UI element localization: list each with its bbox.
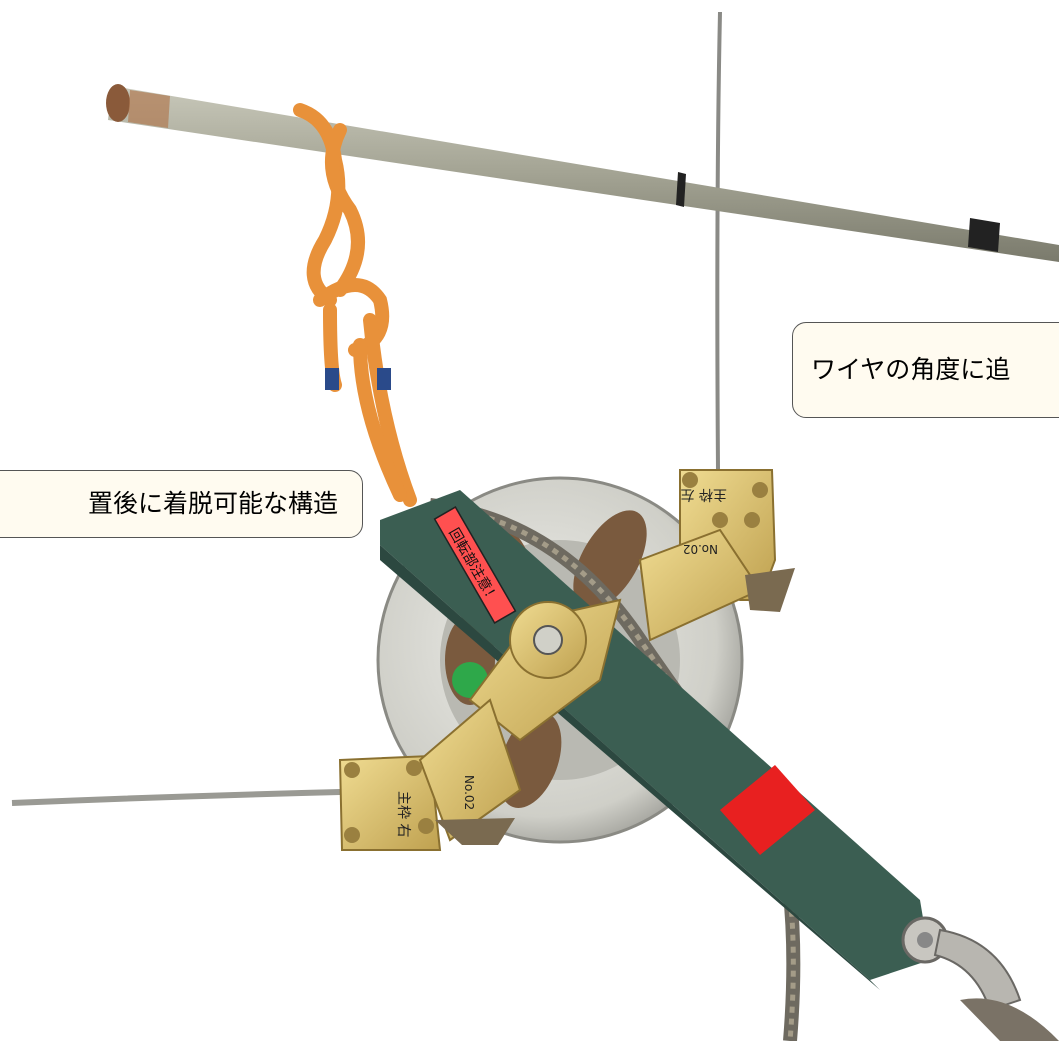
hub-assembly xyxy=(468,598,622,742)
callout-detachable-structure: 置後に着脱可能な構造 xyxy=(0,470,363,538)
red-tape xyxy=(720,765,815,855)
pole-rust xyxy=(128,90,170,128)
steel-pole xyxy=(108,86,1059,262)
top-number-label: No.02 xyxy=(683,542,718,556)
green-arm xyxy=(380,490,930,980)
top-plate-label: 主枠 左 xyxy=(681,486,727,502)
callout-right-text: ワイヤの角度に追 xyxy=(811,355,1011,384)
bottom-number-label: No.02 xyxy=(462,775,476,810)
vertical-wire xyxy=(715,11,722,471)
bottom-plate-label: 主枠 右 xyxy=(395,791,411,837)
callout-wire-angle: ワイヤの角度に追 xyxy=(792,322,1059,418)
pole-end xyxy=(106,84,130,122)
top-bracket: 主枠 左 No.02 xyxy=(638,469,795,642)
rope-clip-1 xyxy=(325,368,339,390)
horizontal-wire xyxy=(11,789,341,806)
callout-left-text: 置後に着脱可能な構造 xyxy=(87,489,338,518)
rope-clip-2 xyxy=(377,368,391,390)
shackle xyxy=(901,916,1059,1041)
orange-rope xyxy=(293,103,417,507)
bottom-bracket: 主枠 右 No.02 xyxy=(338,698,522,851)
